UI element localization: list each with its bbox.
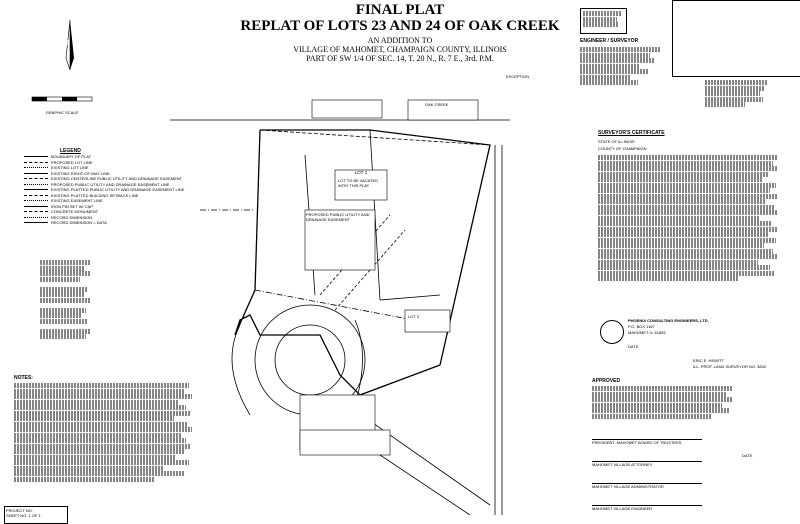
approval-date: DATE [742, 453, 753, 458]
plat-line-2: VILLAGE OF MAHOMET, CHAMPAIGN COUNTY, IL… [293, 45, 507, 54]
legend-item: PROPOSED LOT LINE [24, 160, 224, 166]
legend-item-label: PROPOSED PUBLIC UTILITY AND DRAINAGE EAS… [51, 181, 170, 187]
surveyor-date: DATE [628, 344, 639, 349]
legend-line-icon [24, 156, 48, 158]
legend-line-icon [24, 211, 48, 213]
approval-label: APPROVED [592, 378, 621, 384]
legend-line-icon [24, 216, 48, 218]
plat-title: FINAL PLAT [355, 2, 445, 18]
legend-item-label: PROPOSED LOT LINE [51, 159, 93, 165]
legend-item: EXISTING CENTERLINE PUBLIC UTILITY AND D… [24, 176, 224, 182]
legend-item: EXISTING PLATTED PUBLIC UTILITY AND DRAI… [24, 187, 224, 193]
engineer-block: ENGINEER / SURVEYOR [580, 38, 670, 98]
plan-easement-note: PROPOSED PUBLIC UTILITY AND DRAINAGE EAS… [306, 212, 370, 222]
legend-line-icon [24, 167, 48, 169]
legend-line-icon [24, 194, 48, 196]
legend-item: EXISTING LOT LINE [24, 165, 224, 171]
legend-line-icon [24, 161, 48, 163]
surveyor-addr1: P.O. BOX 1167 [628, 324, 655, 329]
surveyor-firm: PHOENIX CONSULTING ENGINEERS, LTD. [628, 318, 709, 323]
legend-item: PROPOSED PUBLIC UTILITY AND DRAINAGE EAS… [24, 182, 224, 188]
legend-item-label: EXISTING PLATTED PUBLIC UTILITY AND DRAI… [51, 187, 185, 193]
approval-sig2: MAHOMET VILLAGE ATTORNEY [592, 461, 653, 467]
approval-sig3: MAHOMET VILLAGE ADMINISTRATOR [592, 483, 664, 489]
plat-subtitle: REPLAT OF LOTS 23 AND 24 OF OAK CREEK [240, 18, 560, 34]
graphic-scale: GRAPHIC SCALE [30, 92, 100, 115]
plat-drawing [170, 99, 510, 515]
legend-item: CONCRETE MONUMENT [24, 209, 224, 215]
north-label: N [64, 40, 70, 47]
legend-item-label: IRON PIN SET W/ CAP [51, 203, 93, 209]
surveyor-license: ILL. PROF. LAND SURVEYOR NO. 3842 [693, 364, 767, 369]
legend-item-label: CONCRETE MONUMENT [51, 209, 99, 215]
legend-line-icon [24, 172, 48, 174]
top-right-frame [672, 0, 800, 77]
plat-line-1: AN ADDITION TO [367, 36, 433, 45]
recorder-block [705, 80, 775, 115]
footer-block: PROJECT NO. SHEET NO. 1 OF 1 [4, 506, 68, 524]
surveyor-certificate: SURVEYOR'S CERTIFICATE STATE OF ILLINOIS… [598, 130, 783, 370]
legend-item: EXISTING RIGHT-OF-WAY LINE [24, 171, 224, 177]
legend-item: RECORD DIMENSION [24, 215, 224, 221]
plat-line-3: PART OF SW 1/4 OF SEC. 14, T. 20 N., R. … [306, 54, 494, 63]
approval-sig4: MAHOMET VILLAGE ENGINEER [592, 505, 653, 511]
approval-block: APPROVED PRESIDENT, MAHOMET BOARD OF TRU… [592, 378, 787, 518]
engineer-label: ENGINEER / SURVEYOR [580, 38, 639, 44]
owner-box [580, 8, 627, 34]
plan-vacate-note: LOT TO BE VACATED WITH THIS PLAT [338, 178, 379, 188]
legend-item-label: BOUNDARY OF PLAT [51, 154, 92, 160]
notes-label: NOTES: [14, 375, 33, 381]
legend-item-label: RECORD DIMENSION [51, 214, 93, 220]
surveyor-label: SURVEYOR'S CERTIFICATE [598, 130, 665, 136]
plan-lot-label: LOT 1 [354, 170, 368, 175]
surveyor-name: ERIC E. HEWITT [693, 358, 724, 363]
plan-exception-label: EXCEPTION [506, 74, 530, 79]
legend-item-label: EXISTING LOT LINE [51, 165, 89, 171]
legend-line-icon [24, 200, 48, 202]
north-arrow-icon: N [60, 18, 80, 73]
surveyor-state: STATE OF ILLINOIS [598, 139, 635, 144]
legend-item: IRON PIN SET W/ CAP [24, 204, 224, 210]
legend-item-label: EXISTING RIGHT-OF-WAY LINE [51, 170, 110, 176]
legend-line-icon [24, 189, 48, 191]
legend-line-icon [24, 183, 48, 185]
legend-item: EXISTING EASEMENT LINE [24, 198, 224, 204]
footer-sheet: SHEET NO. 1 OF 1 [6, 513, 41, 518]
legend-item: RECORD DIMENSION = DATA [24, 220, 224, 226]
footer-project: PROJECT NO. [6, 508, 33, 513]
curve-table [40, 260, 100, 370]
legend-item-label: EXISTING EASEMENT LINE [51, 198, 103, 204]
graphic-scale-label: GRAPHIC SCALE [45, 110, 79, 115]
legend-item: BOUNDARY OF PLAT [24, 154, 224, 160]
legend-line-icon [24, 178, 48, 180]
legend-item-label: RECORD DIMENSION = DATA [51, 220, 107, 226]
legend-line-icon [24, 205, 48, 207]
surveyor-seal-icon [600, 320, 624, 344]
approval-sig1: PRESIDENT, MAHOMET BOARD OF TRUSTEES [592, 439, 682, 445]
legend-item-label: EXISTING CENTERLINE PUBLIC UTILITY AND D… [51, 176, 183, 182]
surveyor-county: COUNTY OF CHAMPAIGN [598, 146, 647, 151]
surveyor-addr2: MAHOMET, IL 61853 [628, 330, 666, 335]
plan-lot2-label: LOT 2 [408, 314, 420, 319]
notes-block: NOTES: [14, 375, 194, 505]
plan-road-label: OAK CREEK [425, 102, 449, 107]
legend-item-label: EXISTING PLATTED BUILDING SETBACK LINE [51, 192, 139, 198]
legend-title: LEGEND [60, 148, 81, 154]
legend-item: EXISTING PLATTED BUILDING SETBACK LINE [24, 193, 224, 199]
legend-line-icon [24, 222, 48, 224]
